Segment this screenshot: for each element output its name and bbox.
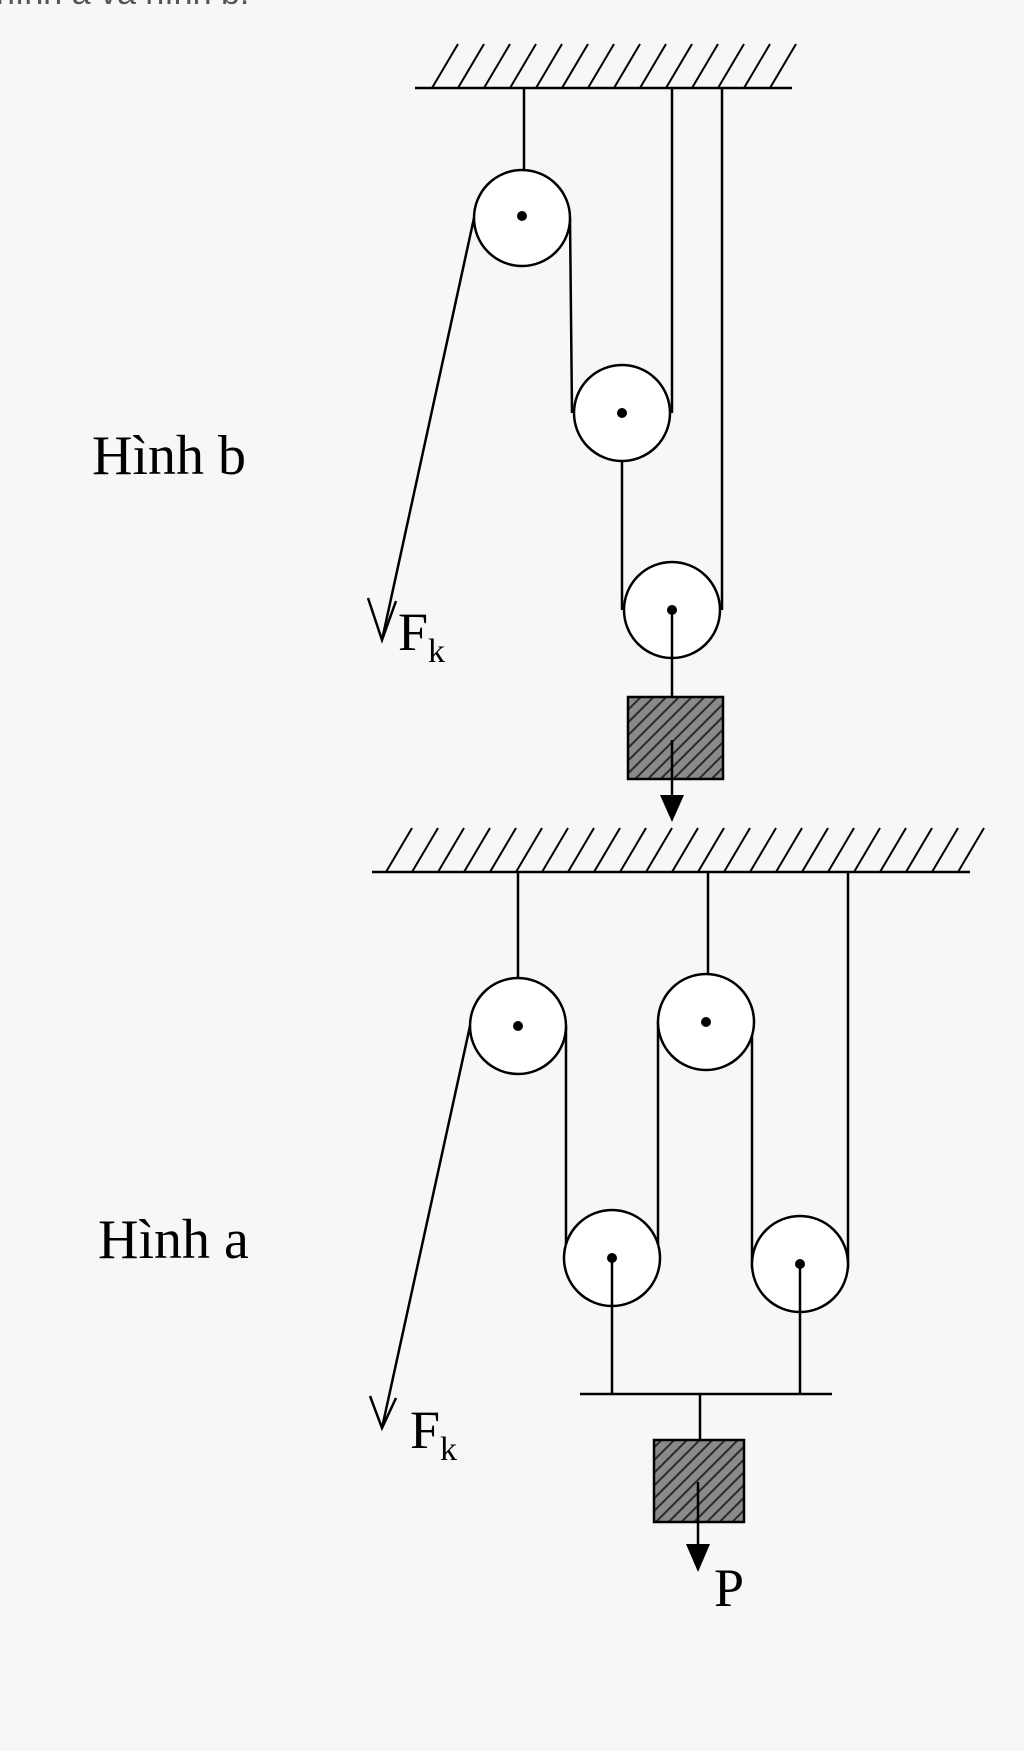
weight-label-p: P: [714, 1558, 744, 1618]
figure-b-label: Hình b: [92, 425, 246, 487]
figure-a-label: Hình a: [98, 1209, 249, 1271]
figure-b: [366, 43, 797, 822]
ceiling-hatch-b: [431, 43, 797, 89]
ceiling-hatch-a: [385, 827, 985, 873]
force-label-b: Fk: [398, 602, 445, 670]
force-arrow-a: [380, 1025, 472, 1429]
figure-a: [368, 827, 985, 1572]
force-label-a: Fk: [410, 1400, 457, 1468]
question-caption: hình a và hình b.: [0, 0, 249, 13]
weight-b: [626, 695, 725, 781]
force-arrow-b: [380, 217, 476, 641]
